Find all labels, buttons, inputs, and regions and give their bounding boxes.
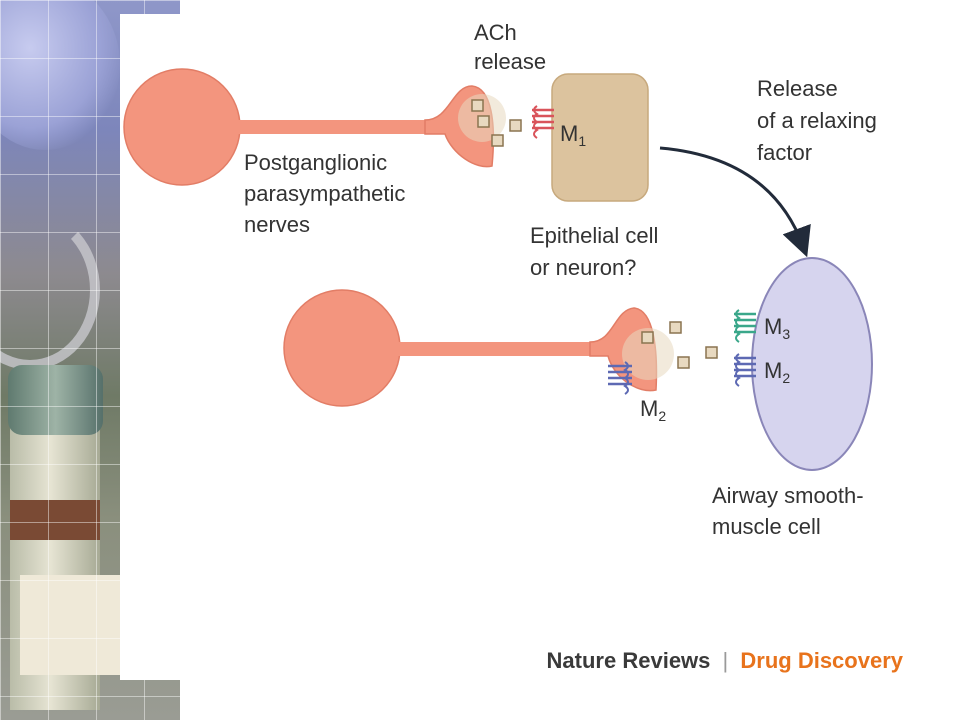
m3-label: M3 [764,314,790,342]
lower-ach-vesicles [641,321,718,369]
m1-receptor-coil [533,105,539,139]
ach-vesicle [477,115,490,128]
vial-label-photo-fragment [20,575,120,675]
ach-vesicle [677,356,690,369]
m2-autoreceptor-icon [608,364,632,386]
ach-vesicle [471,99,484,112]
m2-receptor-coil [735,353,741,387]
upper-neuron-axon [236,120,436,134]
epithelial-cell [551,73,649,202]
ach-vesicle [705,346,718,359]
m3-receptor-icon [734,312,756,334]
upper-ach-vesicles [471,99,522,147]
ach-release-label: ACh release [474,20,546,74]
vial-band-photo-fragment [10,500,100,540]
lower-neuron-soma [283,289,401,407]
m2-autoreceptor-label: M2 [640,396,666,424]
postganglionic-nerves-label: Postganglionic parasympathetic nerves [244,150,412,237]
ach-vesicle [509,119,522,132]
m3-receptor-coil [735,309,741,343]
receptor-diagram: M1 M2 M3 M2 ACh release Release of a rel… [123,20,904,673]
ach-vesicle [491,134,504,147]
m1-label: M1 [560,121,586,149]
lower-neuron [283,289,674,407]
smooth-muscle-label: Airway smooth- muscle cell [712,483,870,539]
journal-credit: Nature Reviews | Drug Discovery [547,648,904,673]
m2-label: M2 [764,358,790,386]
ach-vesicle [669,321,682,334]
vial-cap-photo-fragment [8,365,103,435]
upper-neuron-soma [123,68,241,186]
m2-receptor-icon [734,356,756,378]
ach-vesicle [641,331,654,344]
m1-receptor-icon [532,108,554,130]
m2-autoreceptor-coil [623,361,629,395]
lower-ach-cloud [622,328,674,380]
lower-neuron-axon [396,342,600,356]
relaxing-factor-arrow [659,146,811,258]
diagram-panel: M1 M2 M3 M2 ACh release Release of a rel… [120,14,940,680]
relaxing-factor-label: Release of a relaxing factor [757,76,883,165]
epithelial-cell-label: Epithelial cell or neuron? [530,223,665,280]
